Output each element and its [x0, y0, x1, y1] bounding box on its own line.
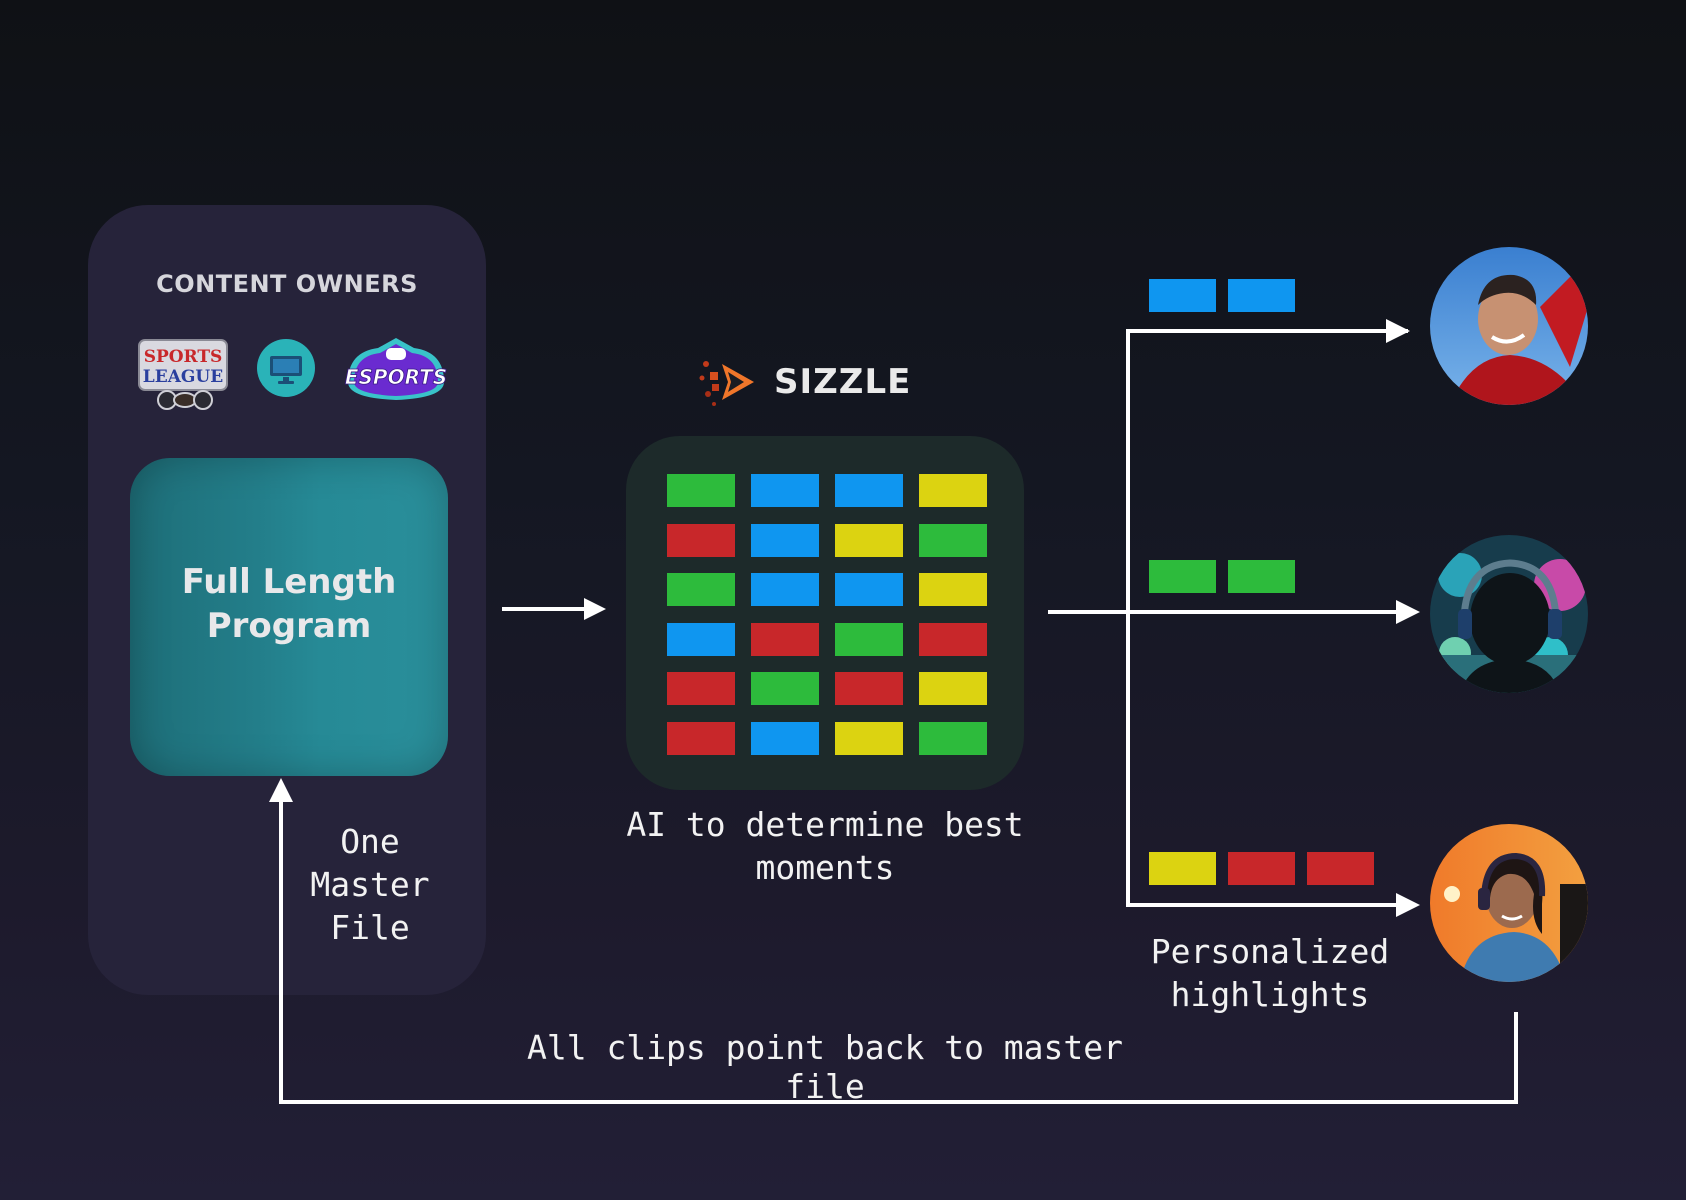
clip-grid-cell	[919, 721, 987, 755]
highlight-clip	[1228, 279, 1295, 312]
ai-label: AI to determine best moments	[600, 803, 1050, 889]
clip-grid-cell	[835, 573, 903, 606]
clip-grid-cell	[667, 721, 735, 755]
clip-grid-cell	[919, 573, 987, 606]
clip-grid-cell	[751, 573, 819, 606]
personalized-label-line-1: Personalized	[1150, 932, 1390, 971]
content-owners-title: CONTENT OWNERS	[156, 270, 418, 298]
highlight-clip	[1149, 279, 1216, 312]
clip-grid-cell	[667, 672, 735, 705]
master-label-line-2: Master	[310, 865, 430, 904]
fan-avatar	[1430, 247, 1588, 405]
arrowhead-to-streamer	[1396, 893, 1420, 917]
streamer-avatar	[1430, 824, 1588, 982]
highlight-clip	[1149, 560, 1216, 593]
clip-grid-cell	[667, 622, 735, 656]
clip-grid-cell	[919, 523, 987, 557]
branch-line	[1126, 329, 1408, 907]
master-label-line-3: File	[330, 908, 410, 947]
highlight-clip	[1149, 852, 1216, 885]
gamer-avatar	[1430, 535, 1588, 693]
full-length-program-label: Full Length Program	[130, 560, 448, 648]
clip-grid-cell	[919, 622, 987, 656]
clip-grid-cell	[667, 474, 735, 507]
clip-grid-cell	[751, 721, 819, 755]
clip-grid-cell	[751, 523, 819, 557]
highlight-clip	[1228, 560, 1295, 593]
clip-grid-cell	[835, 672, 903, 705]
full-length-program-box	[130, 458, 448, 776]
sizzle-brand-name: SIZZLE	[774, 362, 912, 402]
clip-grid-cell	[751, 672, 819, 705]
ai-label-line-2: moments	[755, 848, 895, 887]
arrowhead-to-master	[269, 778, 293, 802]
clip-grid-cell	[919, 474, 987, 507]
highlight-clip	[1228, 852, 1295, 885]
program-label-line-2: Program	[206, 606, 372, 646]
sports-league-logo: SPORTS LEAGUE	[137, 338, 231, 412]
master-label-line-1: One	[340, 822, 400, 861]
clip-grid-cell	[835, 523, 903, 557]
sizzle-brand: SIZZLE	[698, 352, 911, 412]
clip-grid-cell	[919, 672, 987, 705]
sports-league-line-1: SPORTS	[144, 347, 223, 367]
clip-grid-cell	[751, 474, 819, 507]
clip-grid-cell	[835, 474, 903, 507]
tv-icon	[256, 338, 316, 398]
sizzle-logo-icon	[699, 361, 754, 406]
ai-label-line-1: AI to determine best	[626, 805, 1024, 844]
master-file-label: One Master File	[305, 820, 435, 949]
arrowhead-to-gamer	[1396, 600, 1420, 624]
esports-logo-text: ESPORTS	[345, 365, 447, 389]
clip-grid-cell	[667, 573, 735, 606]
feedback-line	[279, 800, 1518, 1104]
esports-logo: ESPORTS	[338, 334, 454, 404]
clip-grid-cell	[835, 622, 903, 656]
program-label-line-1: Full Length	[181, 562, 397, 602]
clips-point-back-label: All clips point back to master file	[526, 1028, 1124, 1106]
clip-grid-cell	[667, 523, 735, 557]
highlight-clip	[1307, 852, 1374, 885]
arrowhead-to-ai	[584, 598, 606, 620]
arrowhead-to-fan	[1386, 319, 1410, 343]
personalized-label-line-2: highlights	[1170, 975, 1370, 1014]
clip-grid-cell	[835, 721, 903, 755]
personalized-highlights-label: Personalized highlights	[1130, 930, 1410, 1016]
clip-grid-cell	[751, 622, 819, 656]
sports-league-line-2: LEAGUE	[143, 367, 223, 387]
